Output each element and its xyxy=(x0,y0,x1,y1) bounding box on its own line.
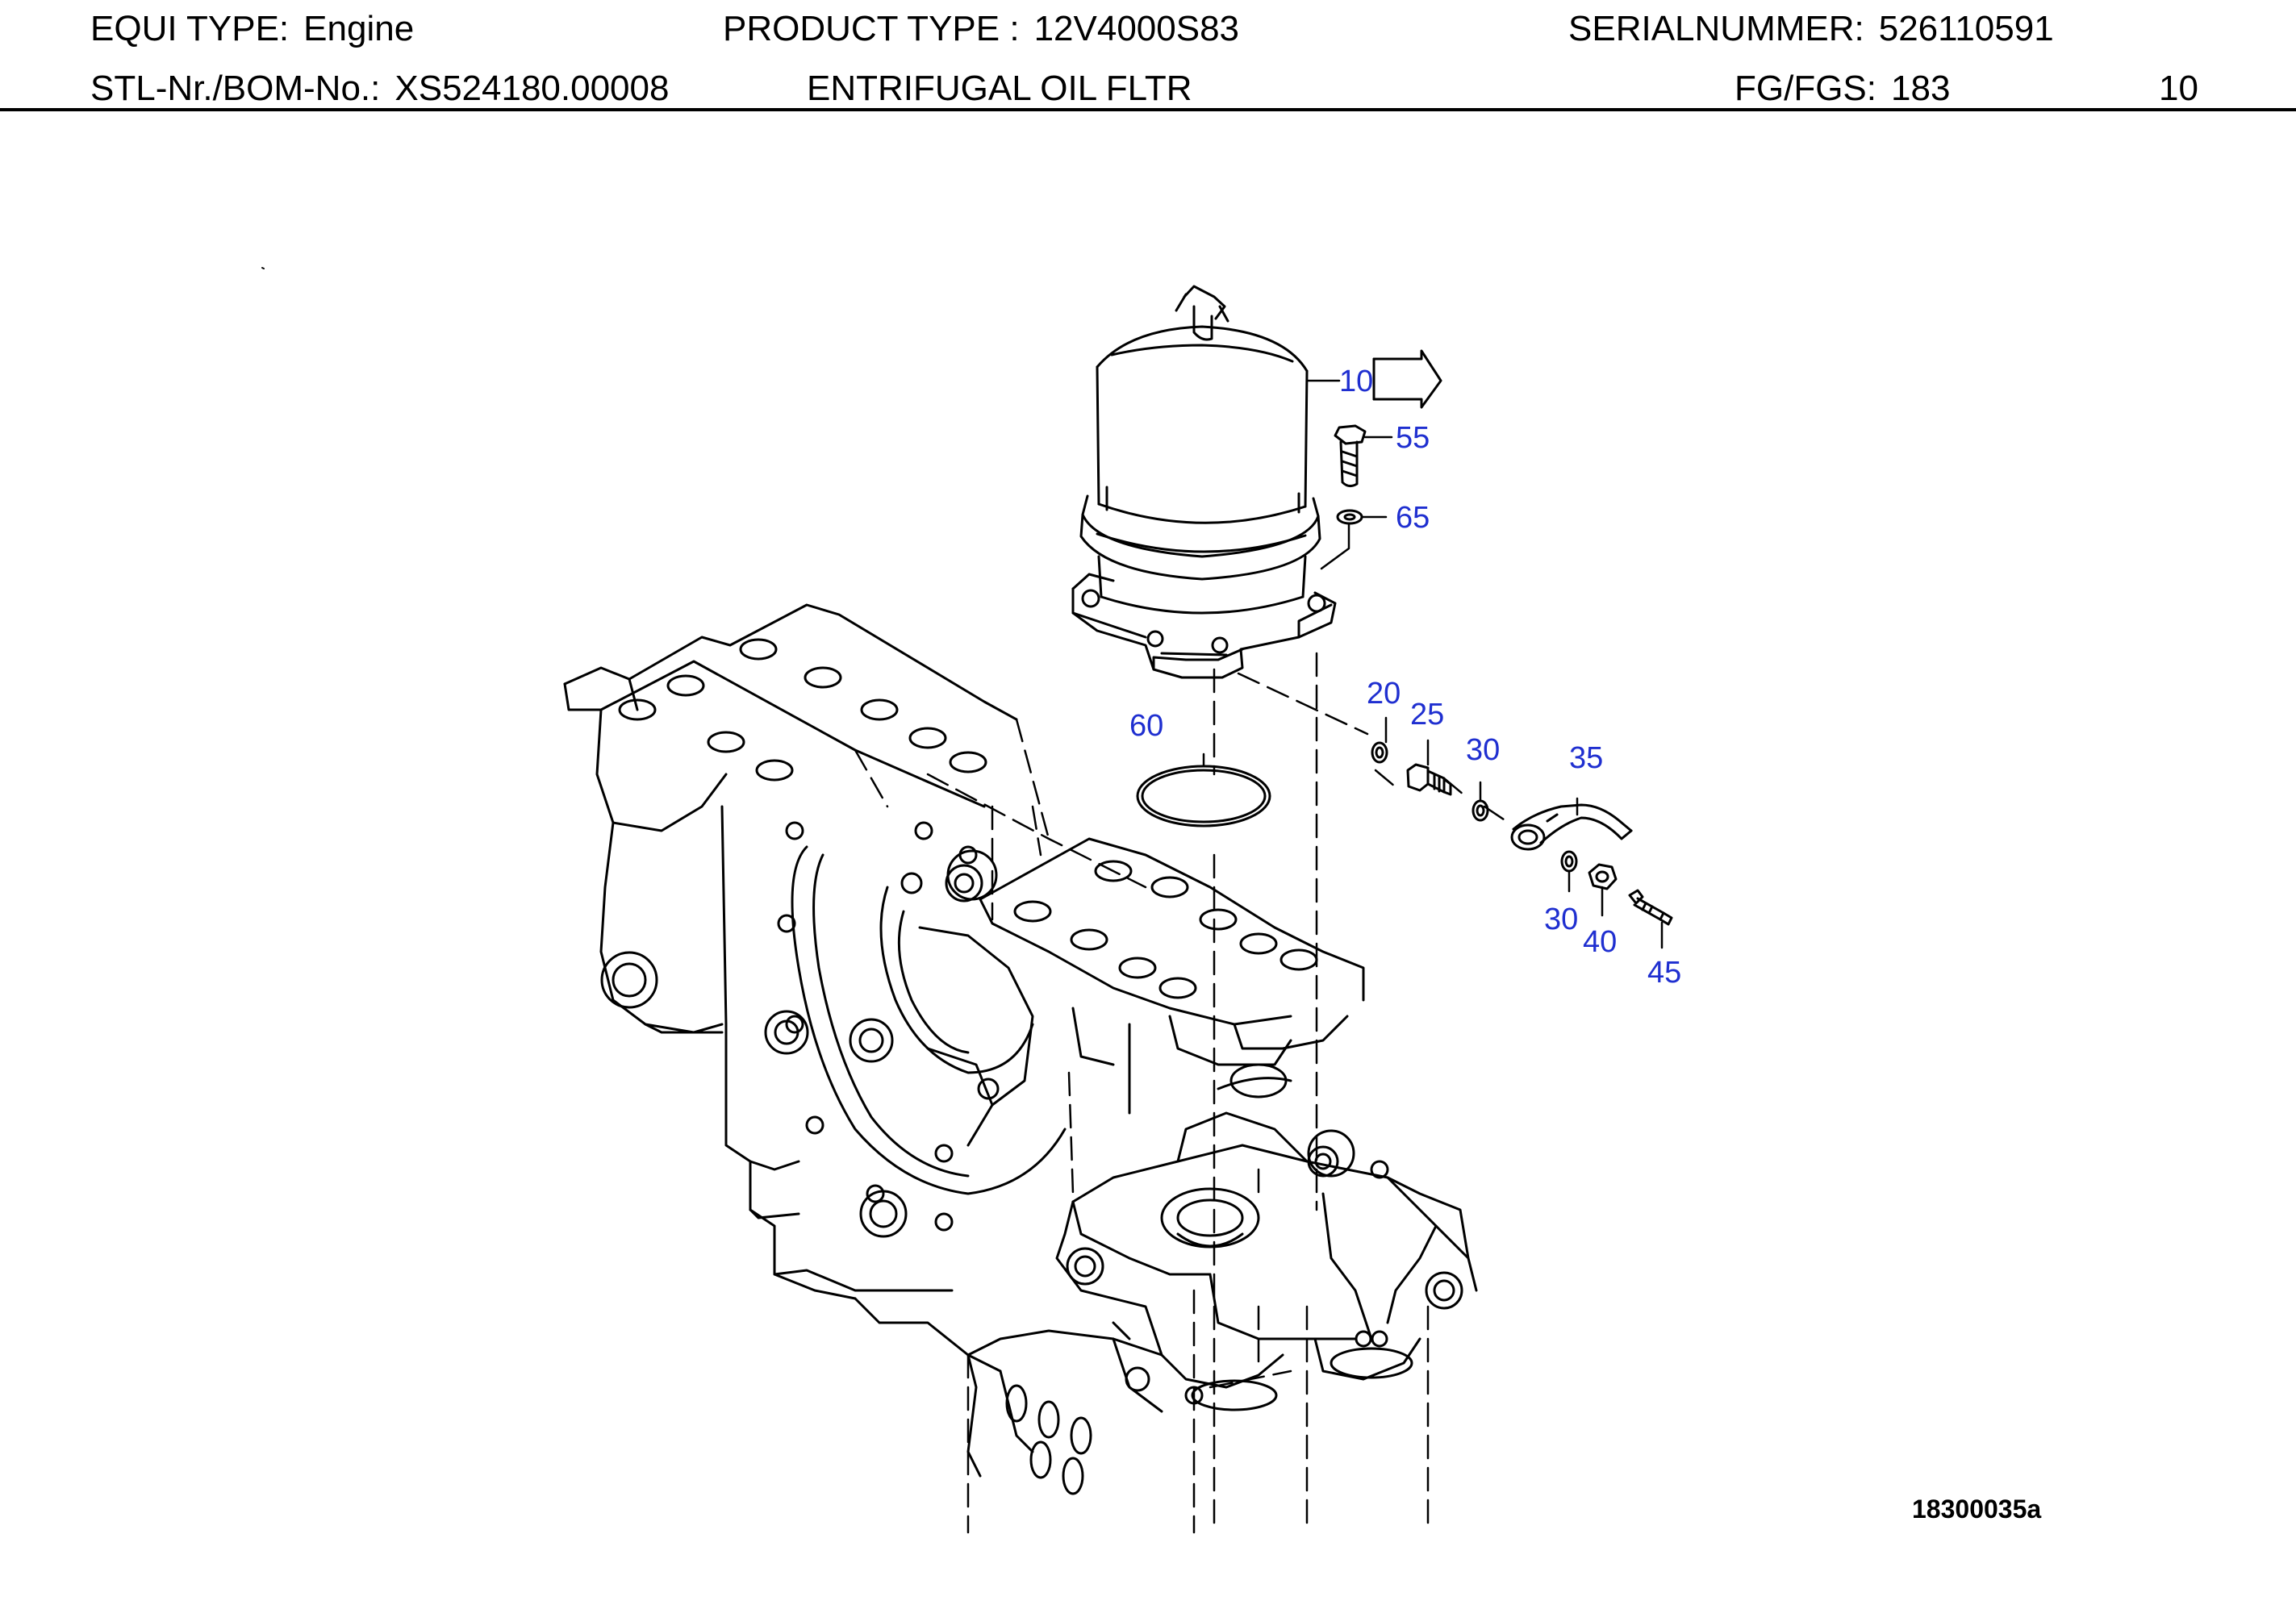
equi-type: EQUI TYPE: Engine xyxy=(90,11,414,47)
bom-number-value: XS524180.00008 xyxy=(394,69,670,108)
centrifugal-oil-filter xyxy=(1071,285,1337,679)
callout-30-upper: 30 xyxy=(1466,733,1500,767)
part-description: ENTRIFUGAL OIL FLTR xyxy=(807,69,1192,108)
nut-40 xyxy=(1588,863,1618,890)
washer-65 xyxy=(1336,509,1363,525)
callout-25: 25 xyxy=(1410,698,1444,732)
serial-number-value: 526110591 xyxy=(1878,9,2054,48)
leader-lines xyxy=(1202,379,1664,949)
page-number: 10 xyxy=(2159,69,2198,108)
product-type-label: PRODUCT TYPE : xyxy=(723,9,1020,48)
serial-number-label: SERIALNUMMER: xyxy=(1568,9,1864,48)
equi-type-label: EQUI TYPE: xyxy=(90,9,290,48)
bolt-55 xyxy=(1334,424,1367,488)
connector-25 xyxy=(1406,763,1452,796)
serial-number: SERIALNUMMER: 526110591 xyxy=(1568,11,2054,47)
seal-ring-30-upper xyxy=(1472,799,1489,822)
reference-arrow xyxy=(1372,349,1442,409)
callout-65: 65 xyxy=(1396,501,1430,535)
engine-block xyxy=(563,603,1478,1534)
callout-55: 55 xyxy=(1396,421,1430,455)
product-type: PRODUCT TYPE : 12V4000S83 xyxy=(723,11,1239,47)
callout-20: 20 xyxy=(1367,677,1401,711)
callout-10: 10 xyxy=(1339,365,1373,398)
screw-45 xyxy=(1628,889,1673,926)
equi-type-value: Engine xyxy=(303,9,415,48)
drawing-number: 18300035a xyxy=(1912,1495,2042,1524)
product-type-value: 12V4000S83 xyxy=(1033,9,1240,48)
fg-fgs-value: 183 xyxy=(1891,69,1951,108)
o-ring-60 xyxy=(1136,765,1271,828)
callout-35: 35 xyxy=(1569,741,1603,775)
fg-fgs: FG/FGS: 183 xyxy=(1735,71,1950,106)
seal-ring-20 xyxy=(1371,741,1388,764)
bom-number-label: STL-Nr./BOM-No.: xyxy=(90,69,381,108)
callout-45: 45 xyxy=(1647,956,1681,990)
callout-30-lower: 30 xyxy=(1544,903,1578,936)
banjo-pipe-35 xyxy=(1510,803,1633,851)
projection-lines xyxy=(1213,652,1510,1534)
callout-40: 40 xyxy=(1583,925,1617,959)
seal-ring-30-lower xyxy=(1560,850,1578,873)
fg-fgs-label: FG/FGS: xyxy=(1735,69,1876,108)
header-rule xyxy=(0,108,2296,111)
scan-specks xyxy=(261,267,265,269)
callout-60: 60 xyxy=(1129,709,1163,743)
bom-number: STL-Nr./BOM-No.: XS524180.00008 xyxy=(90,71,669,106)
